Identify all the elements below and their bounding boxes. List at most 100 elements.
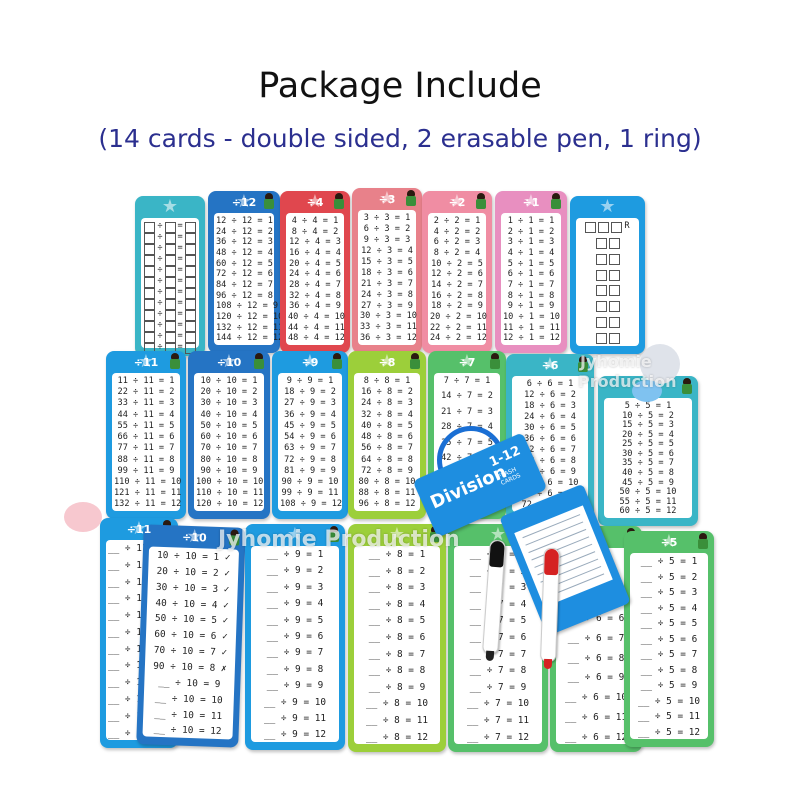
star-icon: ★ <box>489 524 507 545</box>
blank-equation-row: ÷= <box>143 255 197 266</box>
student-figure-icon <box>406 190 416 206</box>
equation-row: __ ÷ 8 = 6 <box>368 631 426 643</box>
equation-row: __ ÷ 5 = 1 <box>640 556 698 567</box>
equation-row: 54 ÷ 9 = 6 <box>284 432 336 443</box>
equation-row: 32 ÷ 8 = 4 <box>361 409 413 420</box>
long-division-box-row <box>578 237 637 249</box>
equation-row: 8 ÷ 2 = 4 <box>433 248 481 259</box>
equation-row: __ ÷ 5 = 3 <box>640 587 698 598</box>
equation-row: 15 ÷ 5 = 3 <box>622 420 674 431</box>
equation-row: 5 ÷ 1 = 5 <box>507 258 555 269</box>
star-icon: ★ <box>599 196 616 217</box>
star-icon: ★ <box>458 351 476 372</box>
equation-row: 80 ÷ 8 = 10 <box>358 476 416 487</box>
blank-equation-row: ÷= <box>143 266 197 277</box>
equation-row: 88 ÷ 8 = 11 <box>358 488 416 499</box>
flash-card-header: ★ <box>135 196 205 218</box>
equation-row: 32 ÷ 4 = 8 <box>289 290 341 301</box>
equation-row: 4 ÷ 1 = 4 <box>507 248 555 259</box>
equation-row: 9 ÷ 9 = 1 <box>286 376 334 386</box>
equation-row: __ ÷ 9 = 1 <box>266 549 324 560</box>
watermark: Jyhomie Production <box>218 527 460 552</box>
equation-row: __ ÷ 8 = 10 <box>365 698 429 710</box>
equation-row: __ ÷ 5 = 12 <box>637 726 701 738</box>
equation-row: __ ÷ 5 = 5 <box>640 618 698 629</box>
equation-row: 120 ÷ 12 = 10 <box>216 312 280 323</box>
equation-row: __ ÷ 8 = 11 <box>365 714 429 726</box>
mini-table-sheet <box>514 505 613 608</box>
flash-card-header: ★ <box>570 196 645 218</box>
star-icon: ★ <box>286 524 304 545</box>
watermark-side-top: Jyhomie <box>580 352 652 371</box>
long-division-box-row <box>578 253 637 265</box>
student-figure-icon <box>410 353 420 369</box>
equation-row: 108 ÷ 9 = 12 <box>280 499 343 510</box>
equation-row: 44 ÷ 4 = 11 <box>288 322 345 333</box>
equation-row: 9 ÷ 1 = 9 <box>507 301 555 312</box>
equation-row: __ ÷ 11 = 1 <box>108 543 171 554</box>
equation-row: 81 ÷ 9 = 9 <box>284 465 336 476</box>
equation-row: 24 ÷ 6 = 4 <box>524 412 576 423</box>
flash-card: ★ __ ÷ 8 = 1__ ÷ 8 = 2__ ÷ 8 = 3__ ÷ 8 = … <box>348 524 446 752</box>
flash-card-divisor: ÷5 <box>660 535 678 549</box>
equation-row: 27 ÷ 3 = 9 <box>361 300 413 311</box>
equation-row: __ ÷ 6 = 8 <box>567 652 625 664</box>
equation-row: 16 ÷ 8 = 2 <box>361 387 413 398</box>
equation-row: 18 ÷ 9 = 2 <box>284 387 336 398</box>
equation-row: 4 ÷ 4 = 1 <box>291 216 339 226</box>
equation-row: 27 ÷ 9 = 3 <box>284 398 336 409</box>
equation-row: __ ÷ 5 = 7 <box>640 649 698 660</box>
equation-list: __ ÷ 8 = 1__ ÷ 8 = 2__ ÷ 8 = 3__ ÷ 8 = 4… <box>356 550 438 742</box>
equation-list: R <box>578 222 637 344</box>
equation-row: 100 ÷ 10 = 10 <box>196 476 264 487</box>
equation-row: __ ÷ 11 = 6 <box>108 626 171 638</box>
equation-row: __ ÷ 6 = 12 <box>564 731 628 743</box>
equation-row: 45 ÷ 9 = 5 <box>284 420 336 431</box>
equation-row: 36 ÷ 3 = 12 <box>360 333 417 344</box>
equation-row: 70 ÷ 10 = 7 ✓ <box>153 644 228 659</box>
star-icon: ★ <box>378 188 396 209</box>
equation-row: 18 ÷ 6 = 3 <box>524 401 576 412</box>
flash-card-header: ★÷6 <box>506 354 594 376</box>
equation-row: 40 ÷ 10 = 4 ✓ <box>155 597 229 611</box>
star-icon: ★ <box>388 524 406 545</box>
equation-row: __ ÷ 9 = 6 <box>266 631 324 643</box>
equation-row: __ ÷ 11 = 5 <box>108 610 171 622</box>
equation-row: 12 ÷ 4 = 3 <box>289 237 341 248</box>
equation-row: 24 ÷ 2 = 12 <box>430 333 487 344</box>
equation-row: __ ÷ 6 = 9 <box>567 672 625 684</box>
equation-row: 21 ÷ 7 = 3 <box>441 406 493 417</box>
equation-row: 12 ÷ 6 = 2 <box>524 390 576 401</box>
equation-row: __ ÷ 6 = 10 <box>564 692 628 704</box>
student-figure-icon <box>698 533 708 549</box>
equation-row: __ ÷ 7 = 10 <box>466 698 530 710</box>
equation-row: 21 ÷ 3 = 7 <box>361 278 413 289</box>
equation-row: 36 ÷ 12 = 3 <box>216 237 273 248</box>
equation-row: 60 ÷ 12 = 5 <box>216 258 273 269</box>
equation-row: __ ÷ 5 = 4 <box>640 602 698 614</box>
equation-row: 64 ÷ 8 = 8 <box>361 454 413 465</box>
student-figure-icon <box>254 353 264 369</box>
equation-row: 56 ÷ 8 = 7 <box>361 443 413 454</box>
flash-card-face <box>501 213 561 345</box>
equation-row: 10 ÷ 10 = 1 ✓ <box>156 549 231 564</box>
equation-row: 30 ÷ 10 = 3 <box>200 398 258 409</box>
star-icon: ★ <box>660 531 678 552</box>
equation-row: 20 ÷ 2 = 10 <box>430 312 487 323</box>
equation-row: 44 ÷ 11 = 4 <box>117 409 175 420</box>
equation-row: 24 ÷ 3 = 8 <box>361 289 413 300</box>
equation-row: 10 ÷ 1 = 10 <box>503 312 560 323</box>
blank-equation-row: ÷= <box>143 244 197 255</box>
star-icon: ★ <box>220 351 238 372</box>
equation-row: 30 ÷ 10 = 3 ✓ <box>155 581 230 596</box>
flash-card-header: ★÷1 <box>495 191 567 213</box>
equation-row: 7 ÷ 1 = 7 <box>507 280 555 291</box>
equation-row: __ ÷ 8 = 1 <box>368 549 426 560</box>
equation-row: 12 ÷ 2 = 6 <box>431 269 483 280</box>
